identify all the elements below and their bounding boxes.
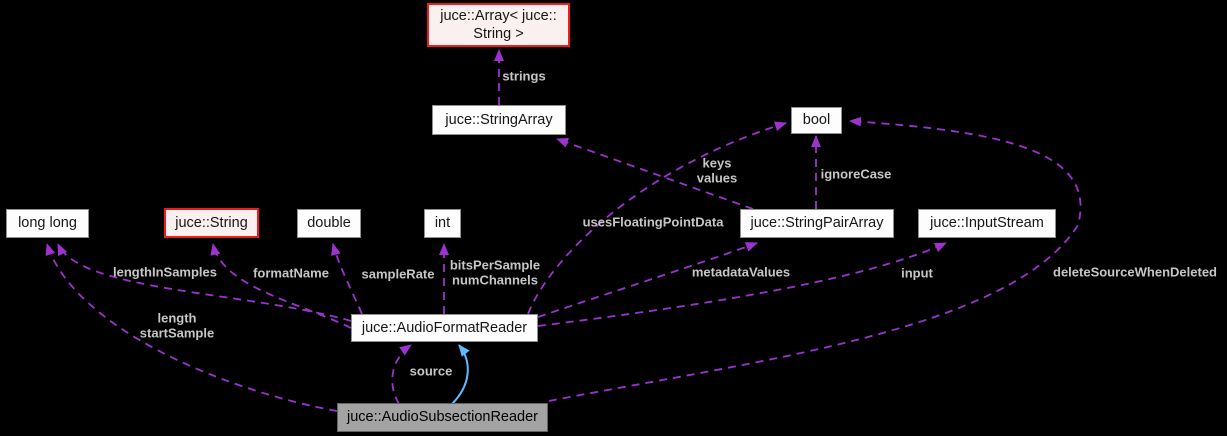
edge-format-name <box>210 243 352 329</box>
node-juce-array-string[interactable]: juce::Array< juce:: String > <box>427 3 570 47</box>
node-long-long[interactable]: long long <box>6 209 89 238</box>
edge-inheritance <box>451 344 470 405</box>
edge-length-start-sample <box>45 243 338 412</box>
node-juce-string-array[interactable]: juce::StringArray <box>432 105 566 135</box>
edge-length-in-samples <box>57 243 352 322</box>
node-juce-audio-subsection-reader[interactable]: juce::AudioSubsectionReader <box>337 403 548 432</box>
node-double[interactable]: double <box>297 209 361 238</box>
node-bool[interactable]: bool <box>791 107 842 134</box>
node-juce-string-pair-array[interactable]: juce::StringPairArray <box>740 209 894 238</box>
edge-metadata-values <box>537 242 758 318</box>
node-juce-string[interactable]: juce::String <box>164 208 259 238</box>
edge-input <box>537 242 947 327</box>
node-int[interactable]: int <box>424 209 461 238</box>
node-juce-input-stream[interactable]: juce::InputStream <box>918 209 1056 238</box>
edge-delete-source-when-deleted <box>548 116 1082 402</box>
edge-keys-values <box>556 137 754 210</box>
edge-source <box>391 344 412 405</box>
edge-sample-rate <box>331 243 363 315</box>
edge-uses-floating-point-data <box>527 121 787 315</box>
node-juce-audio-format-reader[interactable]: juce::AudioFormatReader <box>351 314 538 342</box>
